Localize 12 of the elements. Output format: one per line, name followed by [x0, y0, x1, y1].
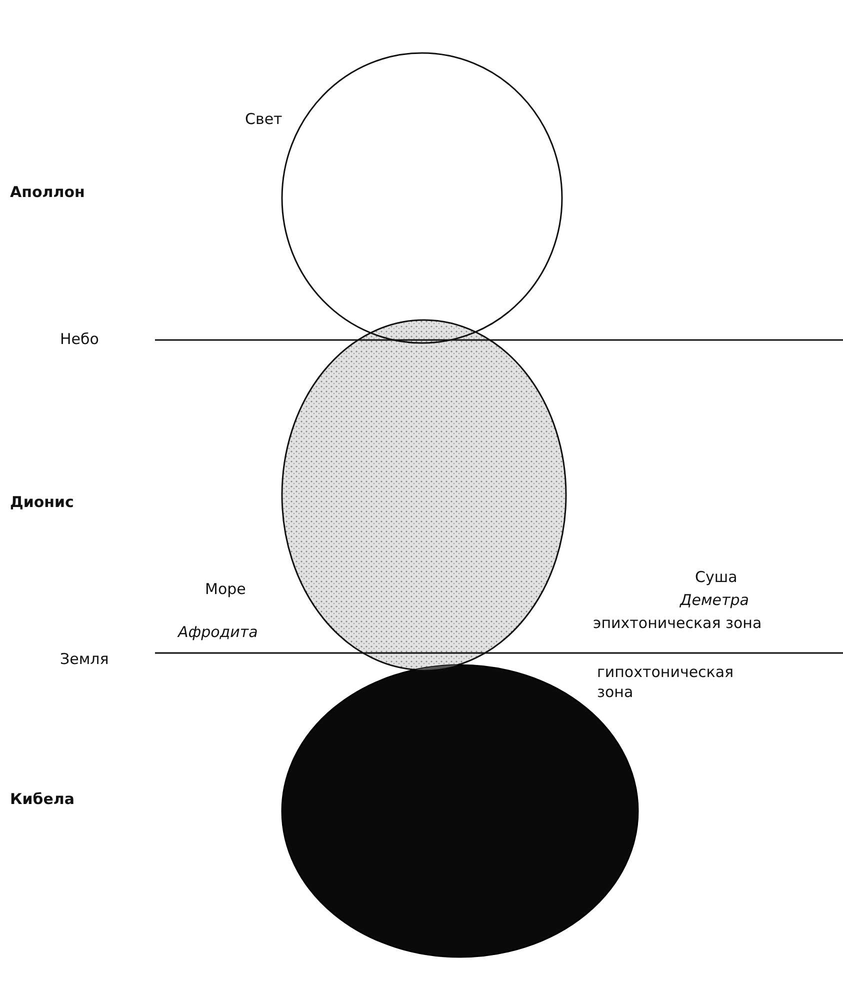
deity-label: Кибела	[10, 790, 75, 810]
zone-label: Море	[205, 580, 246, 600]
zone-label: Небо	[60, 330, 99, 350]
zone-label: Суша	[695, 568, 738, 588]
goddess-label: Деметра	[680, 591, 749, 610]
deity-label: Дионис	[10, 493, 74, 512]
deity-label: Аполлон	[10, 183, 85, 202]
goddess-label: Афродита	[178, 623, 258, 642]
zone-label: гипохтоническая зона	[597, 663, 735, 702]
zone-label: эпихтоническая зона	[593, 614, 762, 634]
zone-label: Земля	[60, 650, 109, 670]
zone-label: Свет	[245, 110, 282, 130]
